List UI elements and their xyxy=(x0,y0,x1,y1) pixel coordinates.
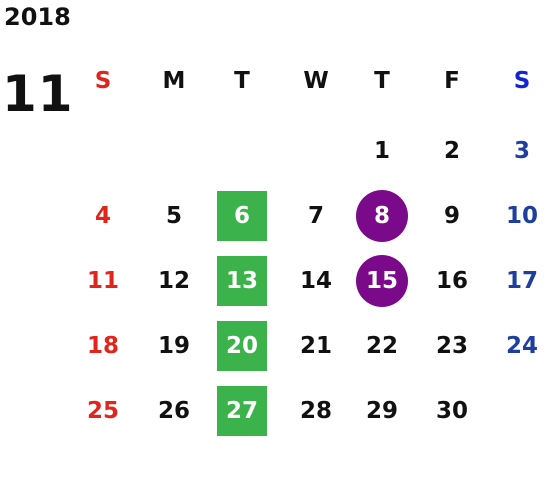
day-cell-16[interactable]: 16 xyxy=(435,268,468,294)
day-cell-14[interactable]: 14 xyxy=(299,268,332,294)
day-highlight-circle xyxy=(356,190,408,242)
weekday-tue: T xyxy=(234,68,250,94)
weekday-sat: S xyxy=(513,68,531,94)
day-cell-8[interactable]: 8 xyxy=(373,203,390,229)
day-cell-7[interactable]: 7 xyxy=(307,203,324,229)
day-cell-30[interactable]: 30 xyxy=(435,398,468,424)
weekday-sun: S xyxy=(94,68,112,94)
weekday-mon: M xyxy=(162,68,186,94)
year-label: 2018 xyxy=(4,3,71,31)
month-label: 11 xyxy=(2,65,74,123)
day-cell-6[interactable]: 6 xyxy=(233,203,250,229)
day-cell-9[interactable]: 9 xyxy=(443,203,460,229)
day-cell-11[interactable]: 11 xyxy=(86,268,119,294)
day-cell-17[interactable]: 17 xyxy=(505,268,538,294)
day-cell-28[interactable]: 28 xyxy=(299,398,332,424)
day-highlight-square xyxy=(217,191,267,241)
day-cell-5[interactable]: 5 xyxy=(165,203,182,229)
day-cell-29[interactable]: 29 xyxy=(365,398,398,424)
day-cell-3[interactable]: 3 xyxy=(513,138,530,164)
day-cell-22[interactable]: 22 xyxy=(365,333,398,359)
day-cell-2[interactable]: 2 xyxy=(443,138,460,164)
day-cell-19[interactable]: 19 xyxy=(157,333,190,359)
day-cell-13[interactable]: 13 xyxy=(225,268,258,294)
day-cell-4[interactable]: 4 xyxy=(94,203,111,229)
day-highlight-circle xyxy=(356,255,408,307)
day-cell-25[interactable]: 25 xyxy=(86,398,119,424)
day-cell-23[interactable]: 23 xyxy=(435,333,468,359)
weekday-wed: W xyxy=(303,68,329,94)
day-cell-15[interactable]: 15 xyxy=(365,268,398,294)
weekday-fri: F xyxy=(444,68,460,94)
day-cell-27[interactable]: 27 xyxy=(225,398,258,424)
day-cell-21[interactable]: 21 xyxy=(299,333,332,359)
day-cell-26[interactable]: 26 xyxy=(157,398,190,424)
day-cell-20[interactable]: 20 xyxy=(225,333,258,359)
day-highlight-square xyxy=(217,321,267,371)
weekday-thu: T xyxy=(374,68,390,94)
day-cell-18[interactable]: 18 xyxy=(86,333,119,359)
day-highlight-square xyxy=(217,386,267,436)
day-cell-12[interactable]: 12 xyxy=(157,268,190,294)
day-cell-1[interactable]: 1 xyxy=(373,138,390,164)
day-highlight-square xyxy=(217,256,267,306)
day-cell-24[interactable]: 24 xyxy=(505,333,538,359)
day-cell-10[interactable]: 10 xyxy=(505,203,538,229)
